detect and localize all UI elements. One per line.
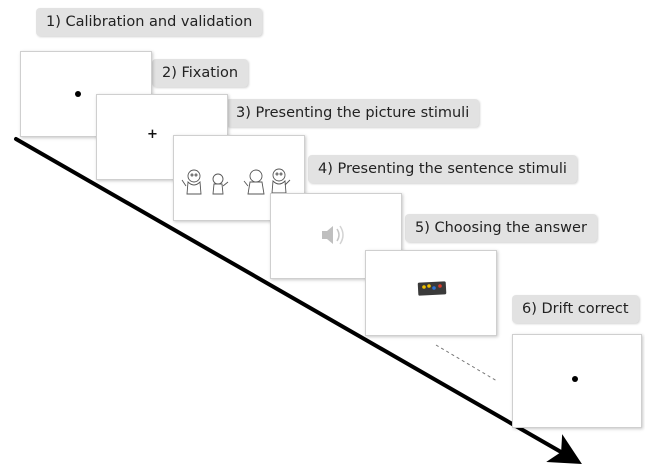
continuation-dashes — [435, 344, 498, 382]
step-4-label: 4) Presenting the sentence stimuli — [308, 155, 577, 183]
timeline-arrow-line — [14, 137, 582, 464]
fixation-cross: + — [147, 127, 158, 142]
step-5-label: 5) Choosing the answer — [405, 214, 597, 242]
step-3-label: 3) Presenting the picture stimuli — [226, 99, 480, 127]
slide-answer — [365, 250, 497, 336]
picture-stimuli-icon — [181, 168, 291, 195]
step-2-label: 2) Fixation — [152, 59, 249, 87]
yellow-button-icon — [422, 285, 426, 289]
step-1-label: 1) Calibration and validation — [36, 8, 263, 36]
button-box-icon — [417, 281, 447, 296]
drift-correct-dot — [572, 376, 578, 382]
red-button-icon — [438, 284, 442, 288]
blue-button-icon — [432, 286, 436, 290]
calibration-dot — [75, 91, 81, 97]
speaker-icon — [322, 225, 344, 245]
slide-drift-correct — [512, 334, 642, 428]
step-6-label: 6) Drift correct — [512, 295, 639, 323]
